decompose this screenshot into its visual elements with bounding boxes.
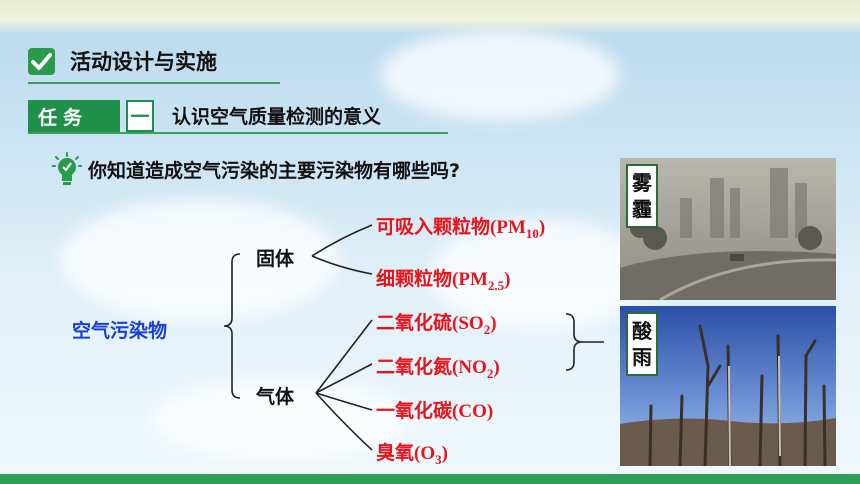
- activity-title: 活动设计与实施: [70, 50, 217, 74]
- divider: [28, 132, 448, 134]
- gas-label: 气体: [256, 386, 295, 408]
- checkmark-icon: [28, 48, 55, 75]
- cloud: [150, 380, 410, 460]
- acid-rain-label: 酸雨: [626, 312, 658, 376]
- pollutant-so2: 二氧化硫(SO2): [376, 312, 497, 337]
- cloud: [60, 200, 340, 320]
- solid-label: 固体: [256, 248, 295, 270]
- pollutant-o3: 臭氧(O3): [376, 442, 448, 467]
- task-badge: [28, 100, 120, 132]
- task-title: 认识空气质量检测的意义: [172, 106, 382, 128]
- root-label: 空气污染物: [72, 320, 168, 342]
- task-number: 一: [130, 106, 150, 128]
- cloud: [430, 220, 650, 330]
- bottom-bar: [0, 474, 860, 484]
- top-band: [0, 0, 860, 34]
- pollutant-no2: 二氧化氮(NO2): [376, 356, 500, 381]
- task-label: 任务: [38, 107, 89, 129]
- pollutant-pm25: 细颗粒物(PM2.5): [376, 268, 511, 293]
- smog-label: 雾霾: [626, 164, 658, 228]
- pollutant-co: 一氧化碳(CO): [376, 400, 494, 422]
- question-text: 你知道造成空气污染的主要污染物有哪些吗?: [88, 160, 461, 182]
- task-number-box: [126, 100, 154, 132]
- lightbulb-icon: [51, 152, 83, 192]
- divider: [28, 82, 280, 84]
- cloud: [380, 30, 620, 120]
- pollutant-pm10: 可吸入颗粒物(PM10): [376, 216, 546, 241]
